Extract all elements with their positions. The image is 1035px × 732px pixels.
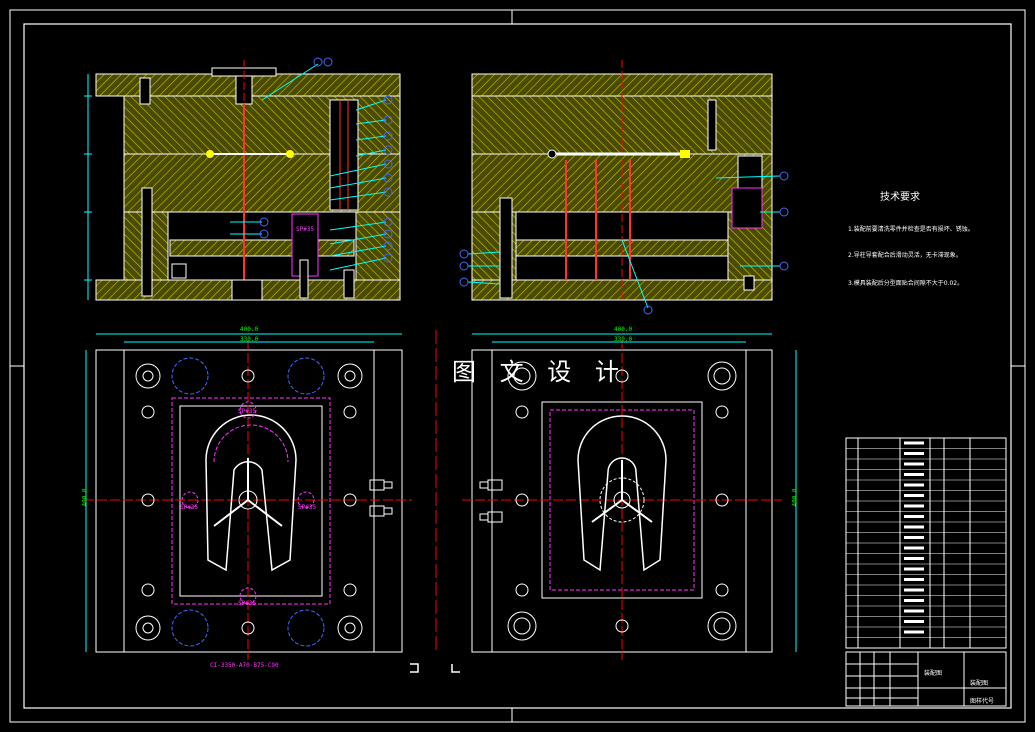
cooling-fittings-right xyxy=(479,479,503,523)
parts-row-mark xyxy=(904,557,924,560)
section-view-left xyxy=(84,60,401,302)
parts-row-mark xyxy=(904,599,924,602)
part-label-plan-bottom: SP#35 xyxy=(238,600,257,607)
title-block-name-right: 装配图 xyxy=(970,680,989,687)
plan-view-right xyxy=(462,340,782,660)
mold-base-spec: CI-3350-A70-B75-C90 xyxy=(210,662,279,669)
watermark: 图 文 设 计 xyxy=(452,358,627,386)
parts-row-mark xyxy=(904,546,924,550)
parts-row-mark xyxy=(904,609,924,613)
parts-row-mark xyxy=(904,536,924,539)
dim-width-inner-right: 330.0 xyxy=(614,336,633,343)
plan-left-holes xyxy=(135,357,363,647)
balloon-markers-left xyxy=(259,57,393,263)
parts-row-mark xyxy=(904,630,924,634)
parts-row-mark xyxy=(904,515,924,518)
tech-requirement-1: 1.装配前要清洗零件并检查是否有损坏、锈蚀。 xyxy=(848,226,974,233)
tech-requirement-3: 3.模具装配后分型面贴合间隙不大于0.02。 xyxy=(848,280,964,287)
parts-row-mark xyxy=(904,483,924,487)
parts-row-mark xyxy=(904,567,924,571)
part-label-plan-left: SP#35 xyxy=(180,504,199,511)
parts-row-mark xyxy=(904,452,924,455)
dim-height-right: 400.0 xyxy=(791,488,799,507)
parts-row-mark xyxy=(904,441,924,445)
dim-width-inner-left: 330.0 xyxy=(240,336,259,343)
parts-row-mark xyxy=(904,462,924,466)
parts-rows xyxy=(846,441,1006,638)
dim-width-overall-right: 400.0 xyxy=(614,326,633,333)
balloons-right xyxy=(467,175,781,309)
parts-row-mark xyxy=(904,473,924,476)
plan-right-dimension xyxy=(472,333,797,652)
plan-view-left xyxy=(84,340,412,660)
parts-row-mark xyxy=(904,620,924,623)
tech-requirements-title: 技术要求 xyxy=(880,192,920,203)
balloons-left xyxy=(230,63,387,271)
plan-left-dimension xyxy=(85,333,402,652)
parts-row-mark xyxy=(904,494,924,497)
plan-right-holes xyxy=(507,361,737,641)
parts-row-mark xyxy=(904,588,924,592)
dim-height-left: 400.0 xyxy=(81,488,89,507)
dim-width-overall-left: 400.0 xyxy=(240,326,259,333)
parts-row-mark xyxy=(904,504,924,508)
cooling-fittings-left xyxy=(369,479,393,517)
section-view-right xyxy=(471,60,773,302)
parts-row-mark xyxy=(904,578,924,581)
tech-requirement-2: 2.导柱导套配合后滑动灵活，无卡滞现象。 xyxy=(848,252,962,259)
title-block-drawing-name: 装配图 xyxy=(924,670,943,677)
parts-row-mark xyxy=(904,525,924,529)
part-label-plan-top: SP#35 xyxy=(238,408,257,415)
balloon-markers-right xyxy=(459,171,789,315)
drawing-frame xyxy=(9,9,1026,723)
part-label-section: SP#35 xyxy=(296,226,315,233)
title-block-company: 图样代号 xyxy=(970,698,995,705)
corner-marks xyxy=(410,663,460,673)
title-block xyxy=(845,651,1007,707)
part-label-plan-right: SP#35 xyxy=(298,504,317,511)
